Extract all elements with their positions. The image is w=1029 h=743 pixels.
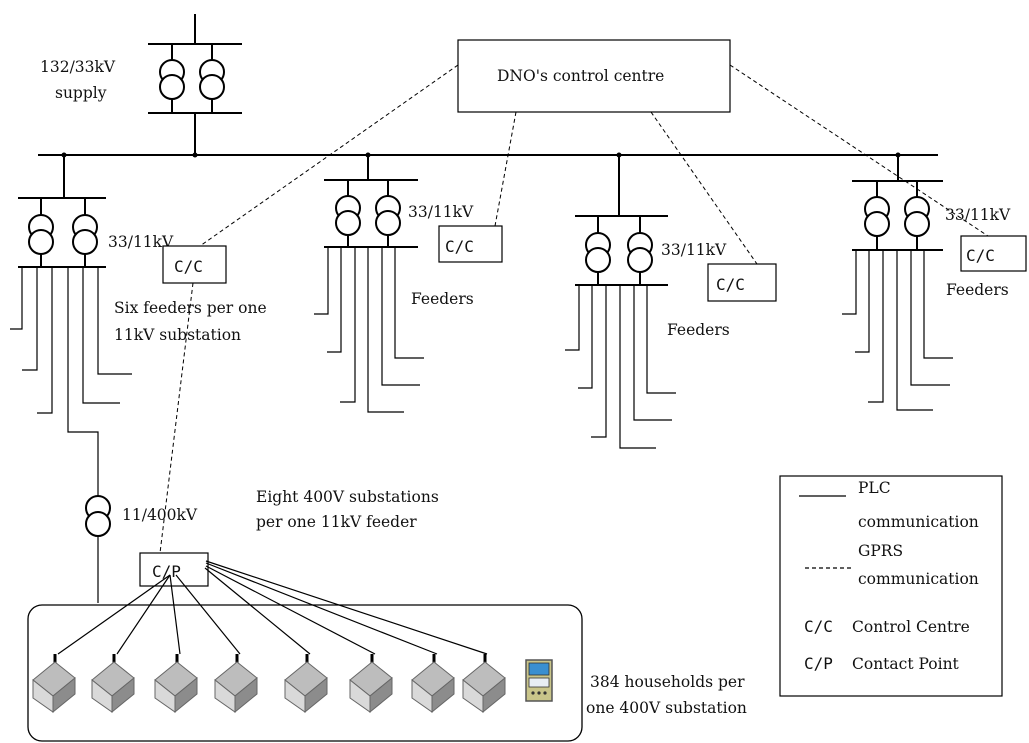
transformer-icon (627, 232, 653, 273)
cc-box (707, 263, 777, 302)
households-note-1: 384 households per (590, 673, 745, 691)
supply-label: supply (55, 84, 107, 102)
plc-links (57, 560, 488, 655)
households-note-2: one 400V substation (586, 699, 747, 717)
cc-label: C/C (716, 275, 745, 294)
house-icon (214, 654, 258, 714)
legend-plc-sub: communication (858, 513, 979, 531)
house-icon (154, 654, 198, 714)
lv-substation: 11/400kV Eight 400V substations per one … (85, 488, 439, 587)
substation-1-note-2: 11kV substation (114, 326, 241, 344)
substation-4: 33/11kV C/C Feeders (842, 152, 1027, 411)
house-icon (349, 654, 393, 714)
transformer-icon (72, 214, 98, 255)
smart-meter-icon (525, 659, 553, 702)
house-icon (32, 654, 76, 714)
lv-note-1: Eight 400V substations (256, 488, 439, 506)
legend-box (779, 475, 1003, 697)
legend-plc-label: PLC (858, 479, 891, 497)
legend-cc-code: C/C (804, 617, 833, 636)
feeder-lines (842, 250, 953, 411)
cp-label: C/P (152, 562, 181, 581)
substation-1-ratio: 33/11kV (108, 233, 174, 251)
transformer-icon (28, 214, 54, 255)
legend: PLC communication GPRS communication C/C… (779, 475, 1003, 697)
substation-3-note: Feeders (667, 321, 730, 339)
feeder-lines (565, 285, 676, 449)
substation-2: 33/11kV C/C Feeders (314, 152, 503, 413)
house-icon (91, 654, 135, 714)
legend-gprs-label: GPRS (858, 542, 903, 560)
substation-1-note-1: Six feeders per one (114, 299, 267, 317)
feeder-lines (314, 247, 424, 413)
legend-cp-code: C/P (804, 654, 833, 673)
substation-2-note: Feeders (411, 290, 474, 308)
substation-4-ratio: 33/11kV (945, 206, 1011, 224)
substation-2-ratio: 33/11kV (408, 203, 474, 221)
legend-cc-text: Control Centre (852, 618, 970, 636)
transformer-icon (864, 196, 890, 237)
households-group (27, 604, 583, 742)
supply-substation: 132/33kV supply (40, 14, 242, 158)
cc-box (438, 225, 503, 263)
house-icon (411, 654, 455, 714)
cc-label: C/C (174, 257, 203, 276)
substation-3-ratio: 33/11kV (661, 241, 727, 259)
transformer-icon (199, 59, 225, 100)
households (32, 654, 506, 714)
transformer-icon (375, 195, 401, 236)
cc-label: C/C (445, 237, 474, 256)
cc-box (960, 235, 1027, 272)
gprs-links (159, 64, 989, 554)
transformer-icon (159, 59, 185, 100)
house-icon (284, 654, 328, 714)
transformer-icon (85, 495, 111, 537)
transformer-icon (585, 232, 611, 273)
cc-box (162, 245, 227, 284)
cc-label: C/C (966, 246, 995, 265)
substation-4-note: Feeders (946, 281, 1009, 299)
feeder-lines (10, 267, 132, 603)
house-icon (462, 654, 506, 714)
legend-cp-text: Contact Point (852, 655, 960, 673)
dno-control-centre-box (457, 39, 731, 113)
transformer-icon (904, 196, 930, 237)
substation-1: 33/11kV C/C Six feeders per one 11kV sub… (10, 152, 267, 603)
lv-note-2: per one 11kV feeder (256, 513, 417, 531)
lv-ratio: 11/400kV (122, 506, 198, 524)
legend-gprs-sub: communication (858, 570, 979, 588)
transformer-icon (335, 195, 361, 236)
supply-voltage-label: 132/33kV (40, 58, 116, 76)
substation-3: 33/11kV C/C Feeders (565, 152, 777, 449)
dno-control-centre-label: DNO's control centre (497, 67, 664, 85)
cp-box (139, 552, 209, 587)
